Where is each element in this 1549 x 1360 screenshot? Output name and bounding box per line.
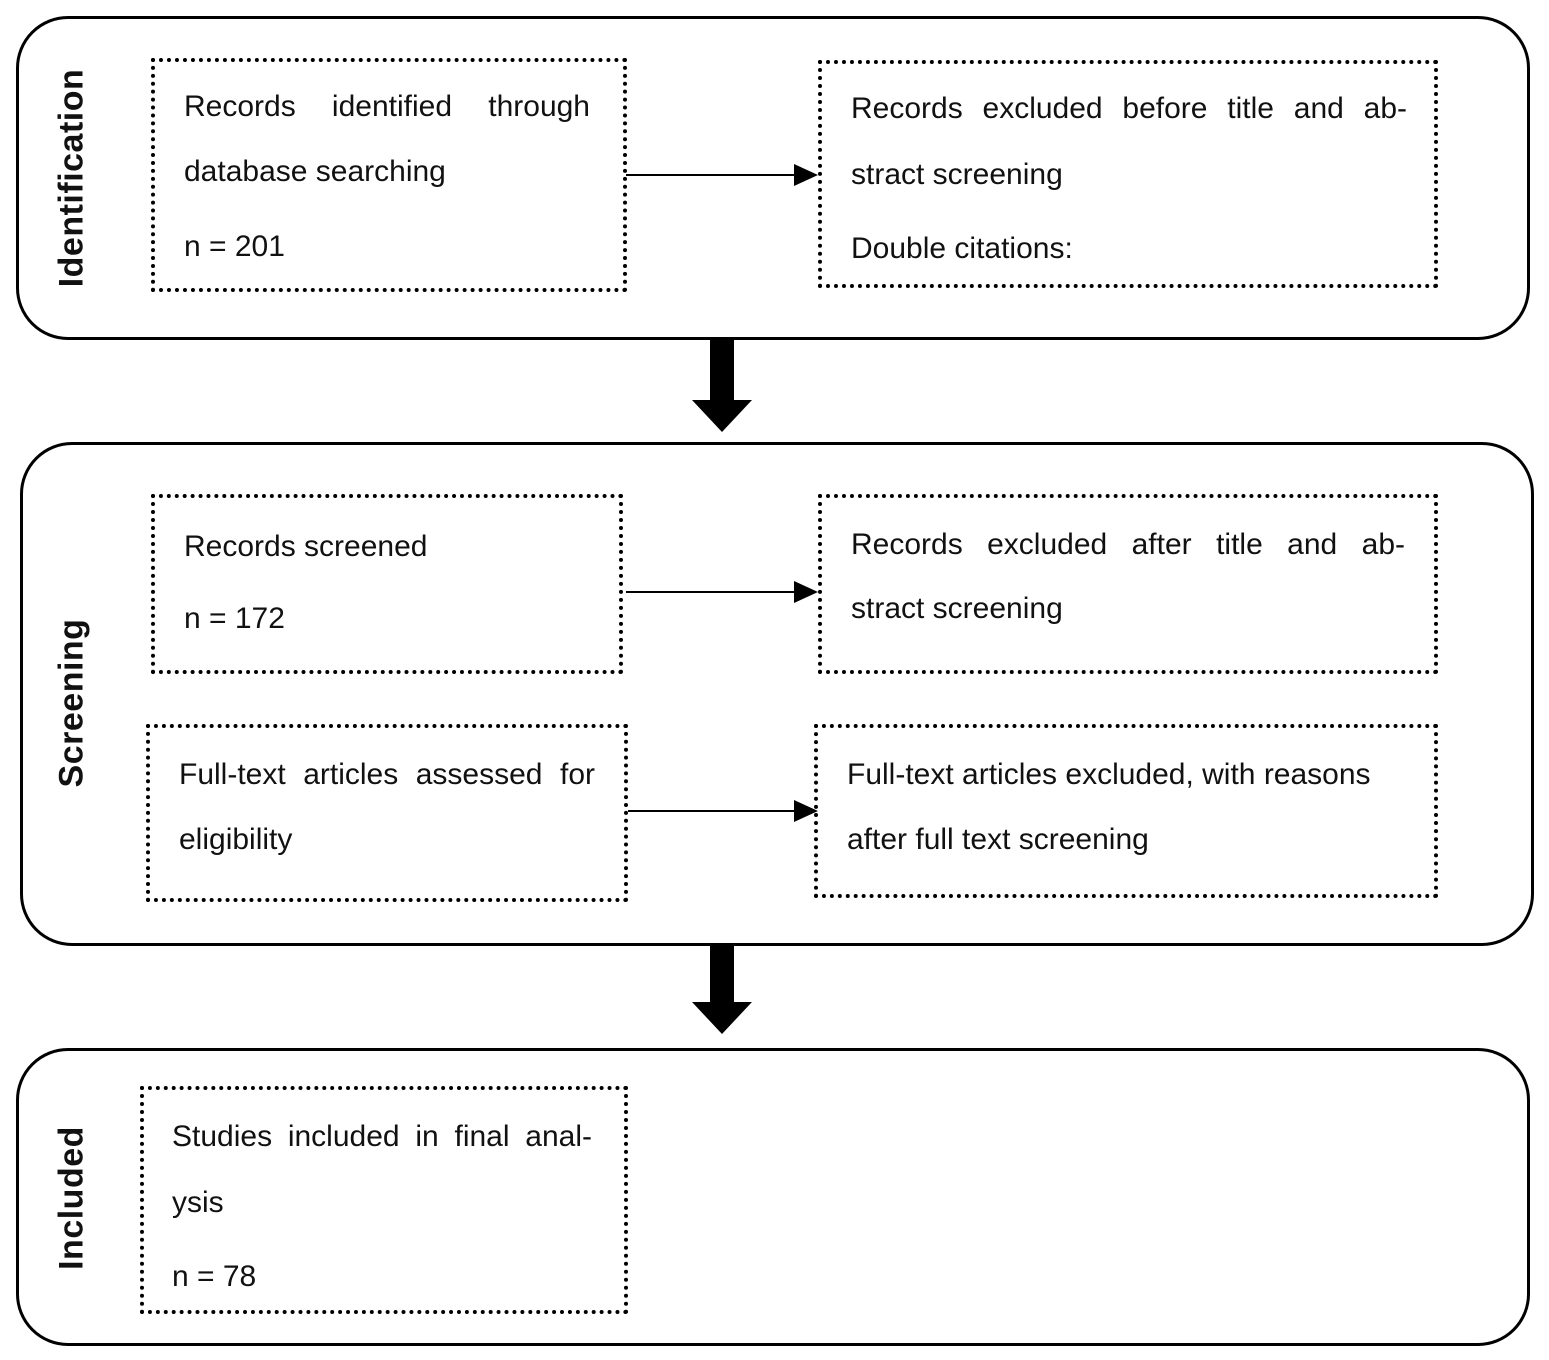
records-identified-line-2: database searching [184, 155, 446, 188]
fulltext-excluded-line-2: after full text screening [847, 823, 1149, 856]
studies-included-line-1: Studies included in final anal- [172, 1120, 592, 1153]
records-screened-box [151, 494, 623, 674]
excluded-after-line-1: Records excluded after title and ab- [851, 528, 1405, 561]
excluded-before-line-1: Records excluded before title and ab- [851, 92, 1407, 125]
fulltext-assessed-line-2: eligibility [179, 823, 293, 856]
excluded-before-line-3: Double citations: [851, 232, 1073, 265]
stage-label-screening: Screening [52, 618, 91, 788]
records-screened-line-1: Records screened [184, 530, 428, 563]
arrow-identified-to-excluded [626, 164, 818, 186]
records-identified-count: n = 201 [184, 230, 285, 263]
records-identified-box [151, 58, 627, 292]
fulltext-assessed-box [146, 724, 628, 902]
stage-label-identification: Identification [52, 68, 91, 288]
excluded-before-line-2: stract screening [851, 158, 1063, 191]
excluded-after-line-2: stract screening [851, 592, 1063, 625]
fulltext-excluded-box [814, 724, 1438, 898]
down-arrow-screening-to-included [692, 946, 752, 1034]
arrow-screened-to-excluded [626, 581, 818, 603]
studies-included-box [140, 1086, 628, 1314]
studies-included-line-2: ysis [172, 1186, 224, 1219]
records-screened-count: n = 172 [184, 602, 285, 635]
fulltext-excluded-line-1: Full-text articles excluded, with reason… [847, 758, 1371, 791]
stage-label-included: Included [52, 1126, 91, 1270]
studies-included-count: n = 78 [172, 1260, 257, 1293]
fulltext-assessed-line-1: Full-text articles assessed for [179, 758, 595, 791]
down-arrow-identification-to-screening [692, 340, 752, 432]
records-identified-line-1: Records identified through [184, 90, 590, 123]
excluded-before-screening-box [818, 60, 1438, 288]
arrow-fulltext-to-excluded [628, 800, 818, 822]
excluded-after-screening-box [818, 494, 1438, 674]
